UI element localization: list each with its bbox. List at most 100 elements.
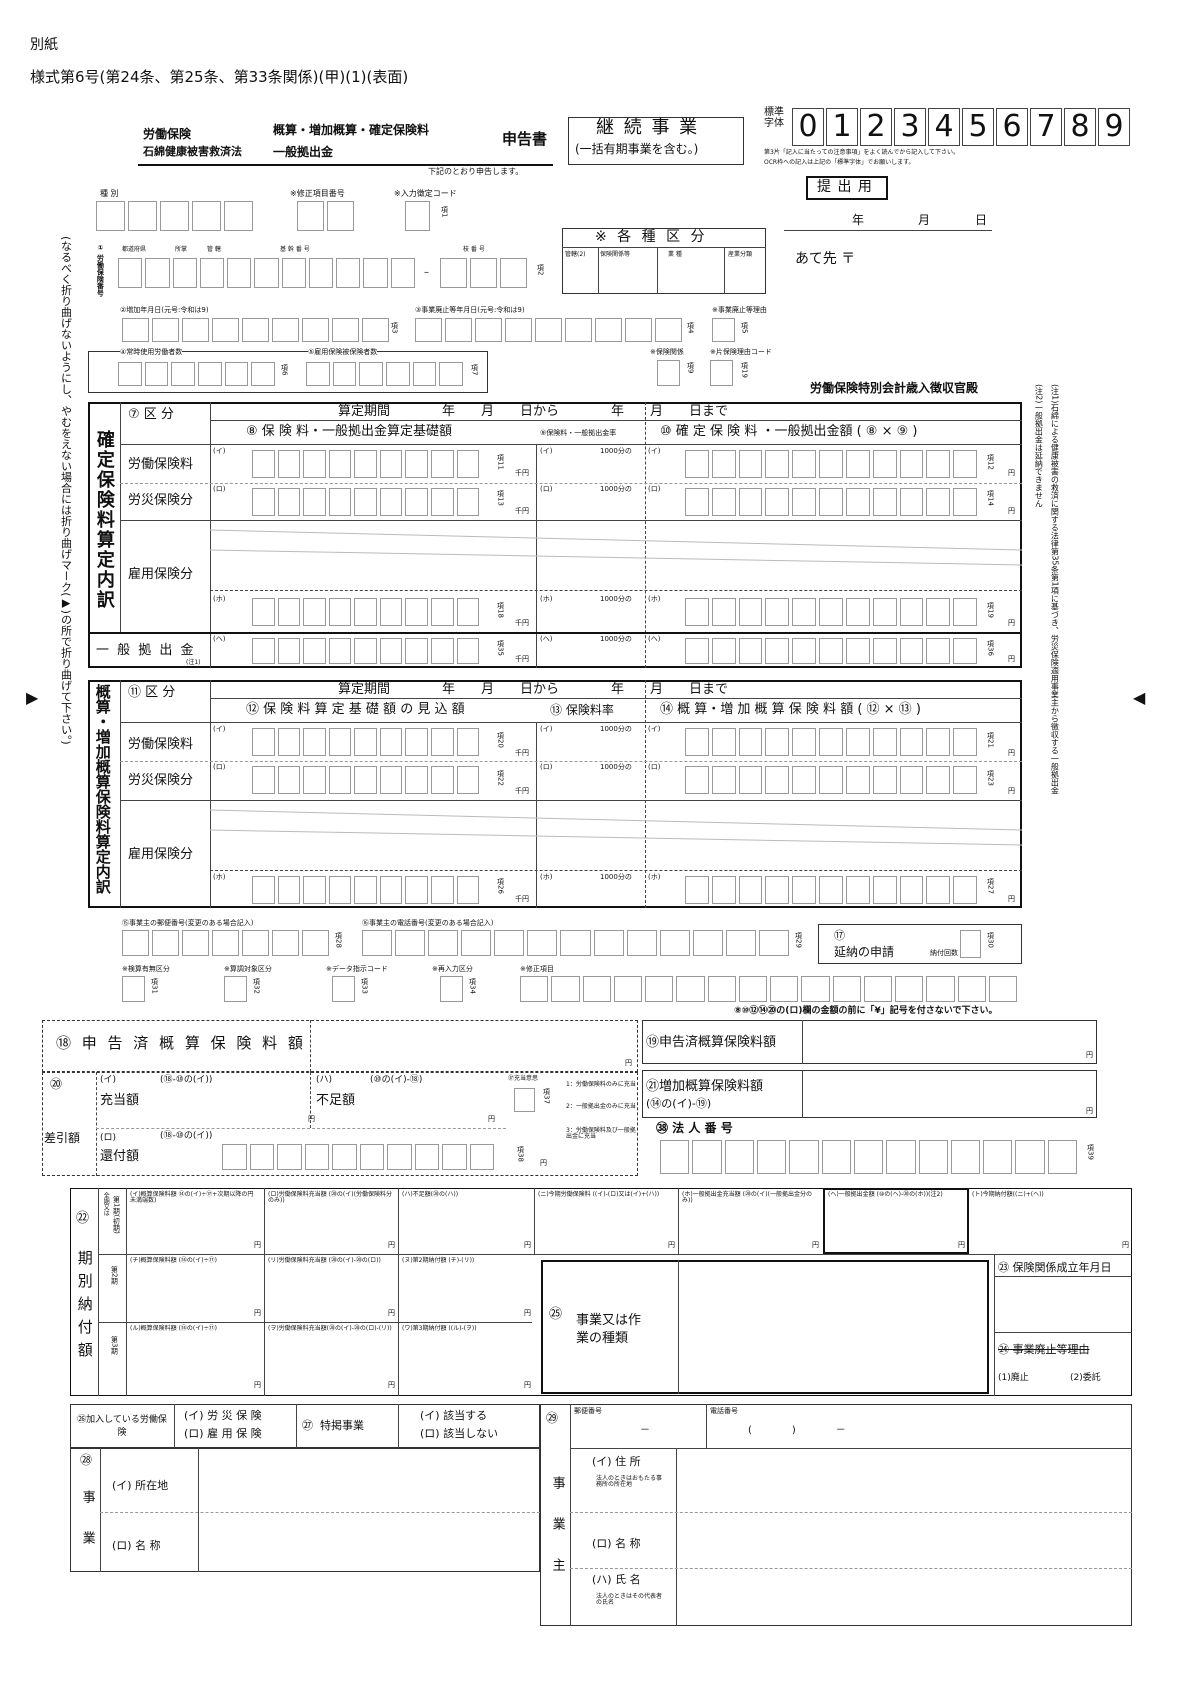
right-side-note-1: (注1)石綿による健康被害の救済に関する法律第35条第1項に基づき、労災保険適用… — [1050, 384, 1060, 795]
intent-input[interactable] — [514, 1088, 538, 1112]
yen: 円 — [254, 1241, 261, 1249]
biz-label: 事 業 — [79, 1490, 95, 1557]
abolish-date-input[interactable] — [415, 318, 685, 342]
branch-no-input[interactable] — [440, 258, 530, 288]
row-mark: (イ) — [540, 725, 553, 733]
div — [198, 1448, 199, 1572]
fix-item-input[interactable] — [520, 976, 1020, 1002]
special-label: 特掲事業 — [320, 1419, 364, 1432]
rate-label: 1000分の — [600, 447, 632, 455]
col11-label: ⑪ 区 分 — [128, 685, 176, 700]
corp-no-input[interactable] — [660, 1140, 1080, 1174]
report-label: 申告書 — [502, 130, 548, 148]
abolish-opt: (2)委託 — [1070, 1373, 1101, 1383]
reinput-input[interactable] — [440, 976, 466, 1002]
fix-no-input[interactable] — [297, 201, 357, 231]
phone-input[interactable] — [362, 930, 792, 956]
yen: 円 — [1008, 507, 1015, 515]
item: 項32 — [252, 978, 261, 994]
input-code-input[interactable] — [405, 201, 433, 231]
yen: 円 — [1008, 619, 1015, 627]
calc-target-input[interactable] — [224, 976, 250, 1002]
estimated-amount-input[interactable] — [685, 728, 980, 756]
general-base-input[interactable] — [252, 638, 482, 664]
yen: 円 — [625, 1059, 632, 1067]
estimated-side-title: 概算・増加概算保険料算定内訳 — [93, 684, 112, 894]
abolish-date-label: ③事業廃止等年月日(元号:令和は9) — [415, 306, 525, 314]
yen: 円 — [1008, 655, 1015, 663]
deferral-count-input[interactable] — [960, 930, 984, 958]
data-code-input[interactable] — [332, 976, 358, 1002]
s20-no: ⑳ — [50, 1077, 63, 1091]
estimated-row-label: 雇用保険分 — [128, 847, 194, 862]
ins-rel-input[interactable] — [657, 360, 683, 386]
estimated-base-input[interactable] — [252, 876, 482, 904]
s21-label: ㉑増加概算保険料額 — [646, 1079, 764, 1094]
yen: 円 — [1122, 1241, 1129, 1249]
inst-cell: (ト)今期納付額((ニ)+(ヘ)) — [972, 1191, 1044, 1198]
s18-box — [42, 1020, 638, 1072]
rule — [96, 1128, 506, 1129]
s18-label: ⑱ 申 告 済 概 算 保 険 料 額 — [56, 1034, 306, 1052]
confirmed-base-input[interactable] — [252, 598, 482, 626]
item-2: 項2 — [536, 264, 545, 276]
category-rule — [562, 247, 766, 248]
estimated-base-input[interactable] — [252, 766, 482, 794]
installment-title: 期別納付額 — [75, 1250, 94, 1365]
item-9: 項9 — [686, 362, 695, 374]
estimated-amount-input[interactable] — [685, 876, 980, 904]
inst-div — [678, 1188, 679, 1254]
dash: – — [424, 267, 429, 278]
addr-note: 法人のときはおもたる事務所の所在地 — [596, 1475, 663, 1488]
general-amount-input[interactable] — [685, 638, 980, 664]
item: 項36 — [986, 640, 995, 656]
regular-workers-input[interactable] — [118, 362, 278, 386]
inc-date-input[interactable] — [122, 318, 392, 342]
postal-label: 郵便番号 — [574, 1407, 602, 1415]
rule — [120, 722, 1022, 723]
rule — [994, 1332, 1132, 1333]
std-digits: 0 1 2 3 4 5 6 7 8 9 — [792, 108, 1132, 146]
refund-input[interactable] — [222, 1144, 497, 1170]
insurance-no-input[interactable] — [118, 258, 418, 288]
general-label: 一 般 拠 出 金 — [96, 643, 196, 658]
estimated-amount-input[interactable] — [685, 766, 980, 794]
confirmed-base-input[interactable] — [252, 450, 482, 478]
confirmed-base-input[interactable] — [252, 488, 482, 516]
confirmed-amount-input[interactable] — [685, 598, 980, 626]
office-code-label: 管 轄 — [207, 246, 221, 253]
item-3: 項3 — [390, 322, 399, 334]
item: 項35 — [496, 640, 505, 656]
col14-label: ⑭ 概 算・増 加 概 算 保 険 料 額 ( ⑫ × ⑬ ) — [660, 702, 921, 717]
abolish-reason-input[interactable] — [712, 318, 738, 342]
row-mark: (ホ) — [540, 873, 553, 881]
type-label: 種 別 — [100, 189, 119, 198]
type-input[interactable] — [96, 201, 256, 231]
thousand-yen: 千円 — [515, 787, 529, 795]
postal-input[interactable] — [122, 930, 332, 956]
thousand-yen: 千円 — [515, 895, 529, 903]
partial-code-input[interactable] — [710, 360, 736, 386]
std-digit: 6 — [996, 108, 1028, 146]
div — [100, 1448, 101, 1572]
loc-label: (イ) 所在地 — [112, 1479, 169, 1492]
yen-note: ⑧⑩⑫⑭⑳の(ロ)欄の金額の前に「¥」記号を付さないで下さい。 — [734, 1006, 998, 1016]
cat-div — [598, 247, 599, 294]
short-label: 不足額 — [316, 1093, 356, 1108]
thousand-yen: 千円 — [515, 619, 529, 627]
s20-div — [96, 1072, 97, 1176]
ins-rel-label: ※保険関係 — [650, 348, 684, 356]
short-formula: (⑩の(イ)-⑱) — [370, 1075, 423, 1085]
estimated-base-input[interactable] — [252, 728, 482, 756]
fix-no-label: ※修正項目番号 — [290, 189, 345, 198]
cat-col: 管轄(2) — [565, 251, 586, 258]
p1-label: 第1期(初期) — [112, 1196, 121, 1234]
below-note: 下記のとおり申告します。 — [428, 167, 524, 176]
confirmed-amount-input[interactable] — [685, 488, 980, 516]
cat-col: 保険関係等 — [600, 251, 631, 258]
check-input[interactable] — [122, 976, 148, 1002]
employment-insured-input[interactable] — [306, 362, 466, 386]
confirmed-amount-input[interactable] — [685, 450, 980, 478]
col-div — [645, 402, 646, 668]
std-digit: 3 — [894, 108, 926, 146]
